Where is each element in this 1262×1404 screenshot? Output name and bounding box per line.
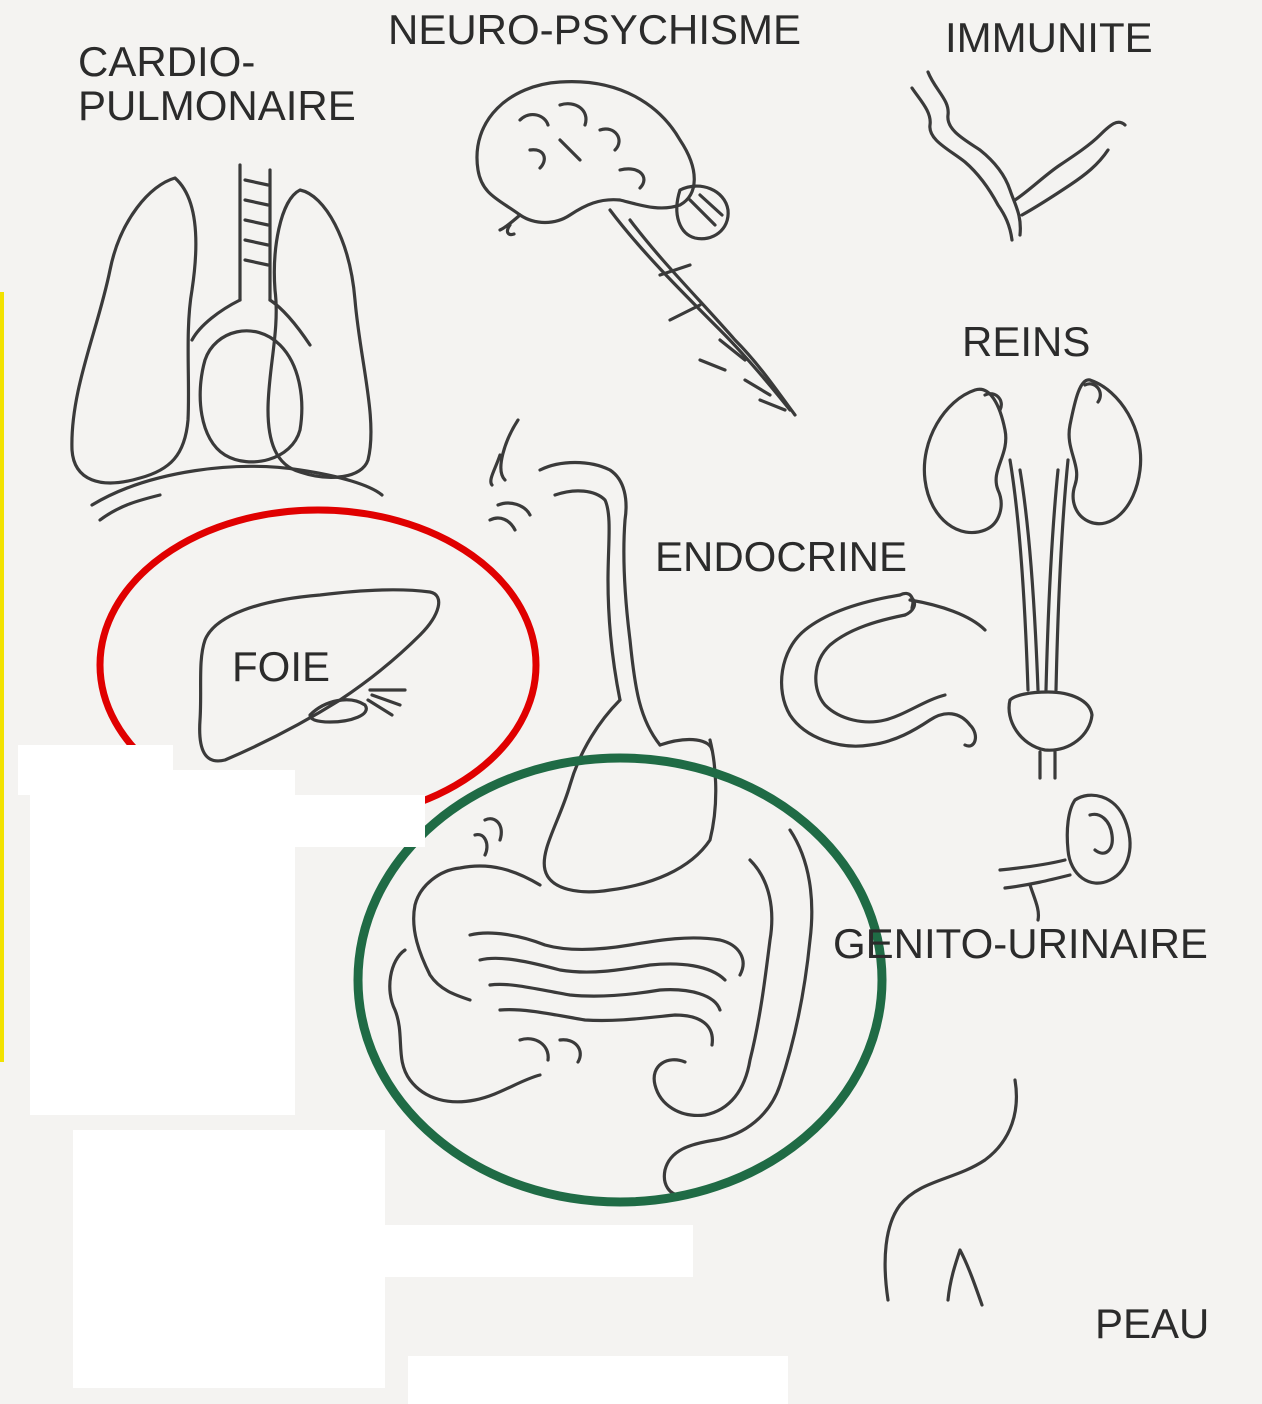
label-peau: PEAU	[1095, 1302, 1209, 1346]
label-endocrine: ENDOCRINE	[655, 535, 907, 579]
kidneys-icon	[924, 380, 1140, 778]
pancreas-icon	[782, 593, 985, 746]
lungs-heart-icon	[72, 165, 382, 520]
mask-box-3	[295, 795, 425, 847]
mask-box-6	[408, 1356, 788, 1404]
label-genito-urinaire: GENITO-URINAIRE	[833, 922, 1208, 966]
skin-icon	[885, 1080, 1016, 1305]
mask-box-5	[385, 1225, 693, 1277]
mask-box-2	[30, 770, 295, 1115]
label-immunite: IMMUNITE	[945, 16, 1153, 60]
label-neuro-psychisme: NEURO-PSYCHISME	[388, 8, 801, 52]
label-foie: FOIE	[232, 645, 330, 689]
label-reins: REINS	[962, 320, 1090, 364]
lymph-vessel-icon	[912, 72, 1125, 240]
mask-box-4	[73, 1130, 385, 1388]
bladder-icon	[1000, 795, 1130, 920]
esophagus-stomach-icon	[490, 420, 716, 892]
intestines-icon	[390, 819, 812, 1195]
label-cardio-pulmonaire: CARDIO- PULMONAIRE	[78, 40, 356, 128]
brain-icon	[477, 82, 795, 415]
